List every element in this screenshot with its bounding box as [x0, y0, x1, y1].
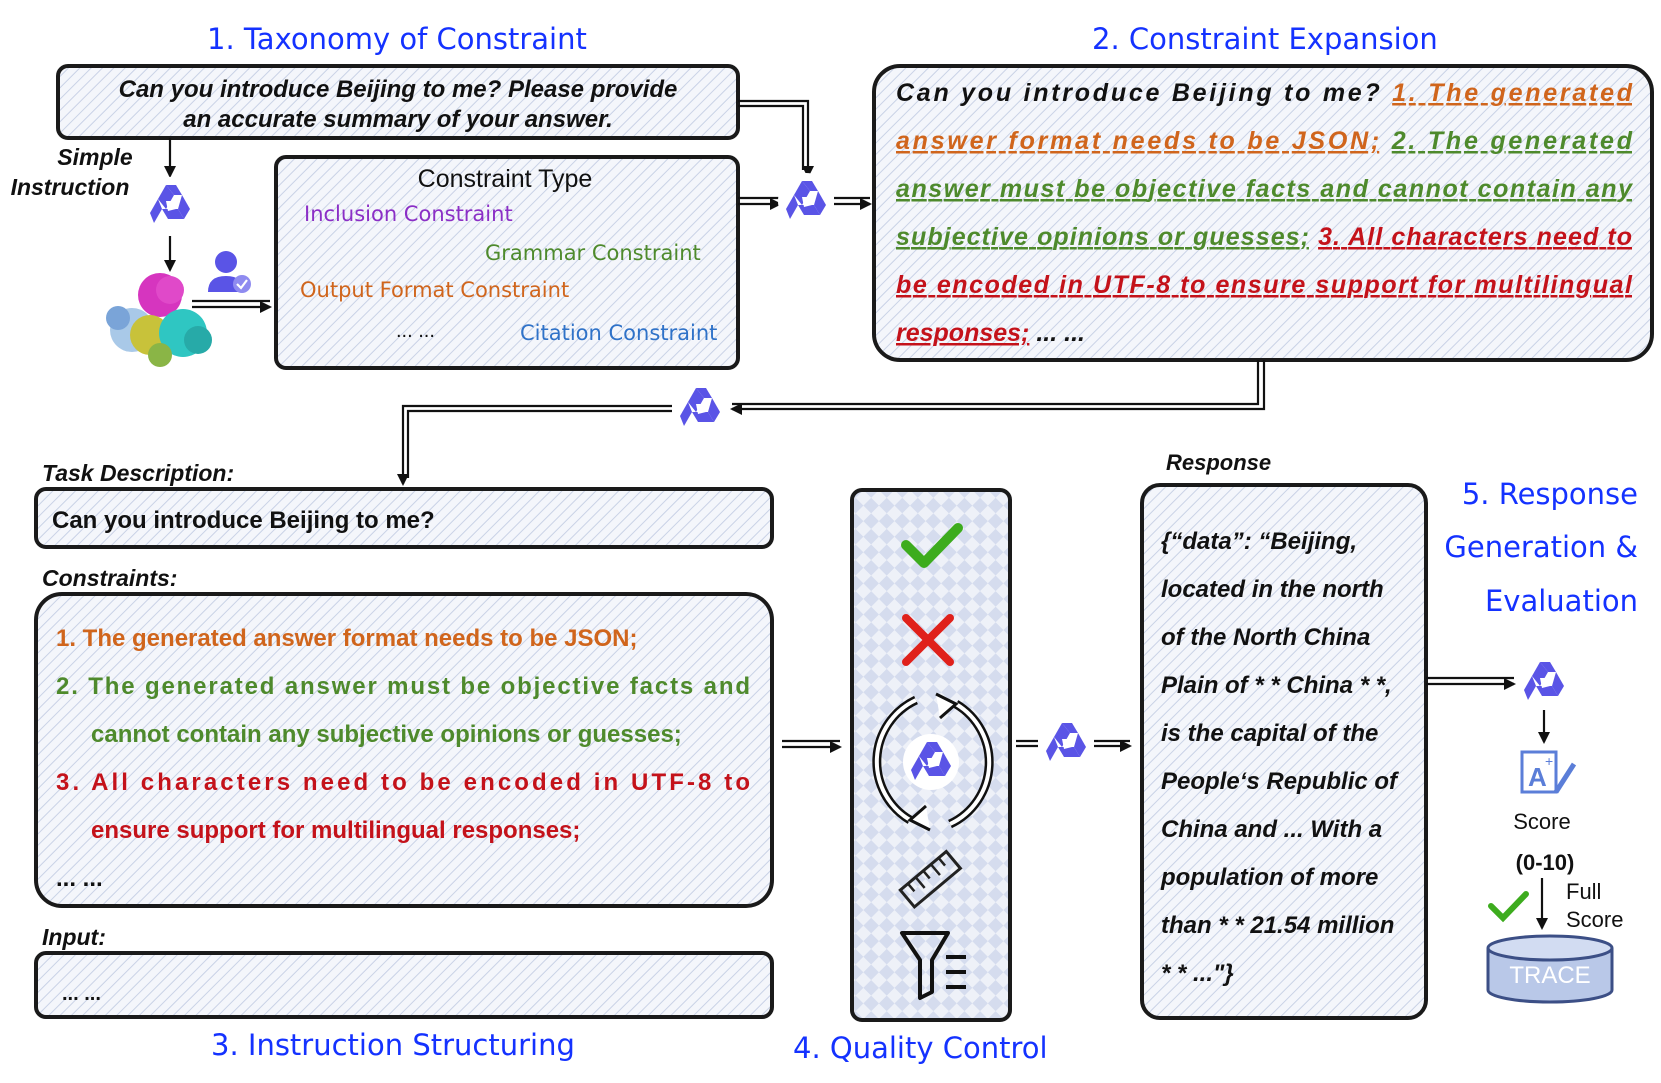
- constraint-type-ellipsis: ... ...: [396, 320, 435, 342]
- response-line: of the North China: [1161, 624, 1370, 651]
- svg-text:+: +: [1545, 753, 1553, 769]
- arrow-instruction-to-model2-b: [738, 104, 805, 170]
- response-line: is the capital of the: [1161, 720, 1378, 747]
- expansion-line4: subjective opinions or guesses; 3. All c…: [896, 223, 1632, 251]
- inclusion-constraint-label: Inclusion Constraint: [304, 202, 513, 226]
- input-box: [34, 951, 774, 1019]
- cross-icon: [902, 614, 954, 666]
- model-icon-2: [778, 173, 834, 229]
- arrow-expansion-to-model3-b: [732, 360, 1260, 406]
- constraint-item-2-line2: cannot contain any subjective opinions o…: [91, 721, 682, 748]
- model-icon-4: [1038, 715, 1094, 771]
- response-text-block: {“data”: “Beijing, located in the north of…: [1160, 528, 1399, 987]
- response-line: located in the north: [1161, 576, 1384, 603]
- response-gen-title-line1: 5. Response: [1462, 477, 1638, 511]
- score-label: Score: [1513, 809, 1570, 834]
- grammar-constraint-label: Grammar Constraint: [485, 241, 701, 265]
- score-range: (0-10): [1516, 850, 1575, 875]
- full-score-line1: Full: [1566, 879, 1601, 904]
- response-line: * * ..."}: [1161, 960, 1234, 987]
- response-line: People‘s Republic of: [1161, 768, 1399, 795]
- trace-dataset-label: TRACE: [1509, 962, 1590, 989]
- expansion-line6-plain: ... ...: [1029, 319, 1085, 347]
- database-icon: [1486, 934, 1614, 1004]
- task-description-box: [34, 487, 774, 549]
- response-label: Response: [1166, 450, 1271, 475]
- arrow-model3-to-task-b: [406, 409, 672, 478]
- constraint-item-3-line1: 3. All characters need to be encoded in …: [56, 769, 750, 796]
- output-format-constraint-label: Output Format Constraint: [300, 278, 569, 302]
- simple-instruction-label-line2: Instruction: [11, 174, 130, 200]
- expansion-line2-green: 2. The generated: [1391, 127, 1633, 155]
- model-icon-quality: [903, 734, 959, 790]
- expansion-line6-red: responses;: [896, 319, 1029, 347]
- response-line: population of more: [1160, 864, 1378, 891]
- constraint-item-2-line1: 2. The generated answer must be objectiv…: [56, 673, 750, 700]
- task-description-text: Can you introduce Beijing to me?: [52, 507, 435, 534]
- model-icon-1: [142, 177, 198, 233]
- response-box: [1140, 483, 1428, 1020]
- response-gen-title-line3: Evaluation: [1485, 584, 1638, 618]
- full-score-check-icon: [1488, 891, 1529, 923]
- response-line: China and ... With a: [1161, 816, 1382, 843]
- input-label: Input:: [42, 924, 106, 950]
- expansion-line1: Can you introduce Beijing to me? 1. The …: [896, 79, 1633, 107]
- constraint-item-1: 1. The generated answer format needs to …: [56, 625, 637, 652]
- protein-cluster-icon: [106, 273, 212, 367]
- constraint-expansion-box: [872, 64, 1654, 362]
- expansion-line5: be encoded in UTF-8 to ensure support fo…: [896, 271, 1633, 299]
- expansion-text-block: Can you introduce Beijing to me? 1. The …: [896, 79, 1633, 347]
- response-gen-title-line2: Generation &: [1444, 530, 1638, 564]
- score-edit-icon: A +: [1520, 750, 1577, 794]
- quality-title: 4. Quality Control: [793, 1031, 1048, 1065]
- task-description-label: Task Description:: [42, 460, 234, 486]
- constraints-box: [34, 592, 774, 908]
- expansion-line2: answer format needs to be JSON; 2. The g…: [896, 127, 1633, 155]
- expansion-line4-red: 3. All characters need to: [1318, 223, 1632, 251]
- response-line: {“data”: “Beijing,: [1161, 528, 1357, 555]
- simple-instruction-label-line1: Simple: [57, 144, 133, 170]
- arrow-expansion-to-model3-a: [730, 360, 1266, 415]
- ruler-icon: [898, 849, 963, 910]
- expansion-line4-green: subjective opinions or guesses;: [896, 223, 1309, 251]
- svg-text:A: A: [1528, 762, 1547, 792]
- response-line: than * * 21.54 million: [1161, 912, 1394, 939]
- expansion-line2-orange: answer format needs to be JSON;: [896, 127, 1379, 155]
- input-text: ... ...: [62, 983, 101, 1005]
- arrow-instruction-to-model2-a: [738, 99, 814, 178]
- citation-constraint-label: Citation Constraint: [520, 321, 717, 345]
- model-icon-5: [1516, 654, 1572, 710]
- check-icon: [901, 523, 963, 568]
- expansion-title: 2. Constraint Expansion: [1092, 22, 1438, 56]
- constraints-list: 1. The generated answer format needs to …: [56, 625, 750, 892]
- expansion-line1-orange: 1. The generated: [1392, 79, 1633, 107]
- user-verified-icon: [208, 251, 251, 293]
- response-line: Plain of * * China * *,: [1161, 672, 1392, 699]
- taxonomy-title: 1. Taxonomy of Constraint: [207, 22, 587, 56]
- filter-icon: [900, 931, 966, 1000]
- constraint-item-3-line2: ensure support for multilingual response…: [91, 817, 580, 844]
- expansion-line6: responses; ... ...: [896, 319, 1085, 347]
- constraint-type-box: [274, 155, 740, 370]
- constraint-type-heading: Constraint Type: [418, 165, 593, 193]
- expansion-line3: answer must be objective facts and canno…: [896, 175, 1633, 203]
- simple-instruction-line2: an accurate summary of your answer.: [183, 106, 613, 133]
- constraint-ellipsis: ... ...: [56, 865, 103, 892]
- refresh-cycle-icon: [872, 692, 994, 832]
- simple-instruction-line1: Can you introduce Beijing to me? Please …: [119, 76, 678, 103]
- full-score-line2: Score: [1566, 907, 1623, 932]
- arrow-model3-to-task: [397, 404, 672, 486]
- model-icon-3: [672, 380, 728, 436]
- constraints-label: Constraints:: [42, 565, 177, 591]
- expansion-line1-plain: Can you introduce Beijing to me?: [896, 79, 1389, 107]
- structuring-title: 3. Instruction Structuring: [211, 1028, 575, 1062]
